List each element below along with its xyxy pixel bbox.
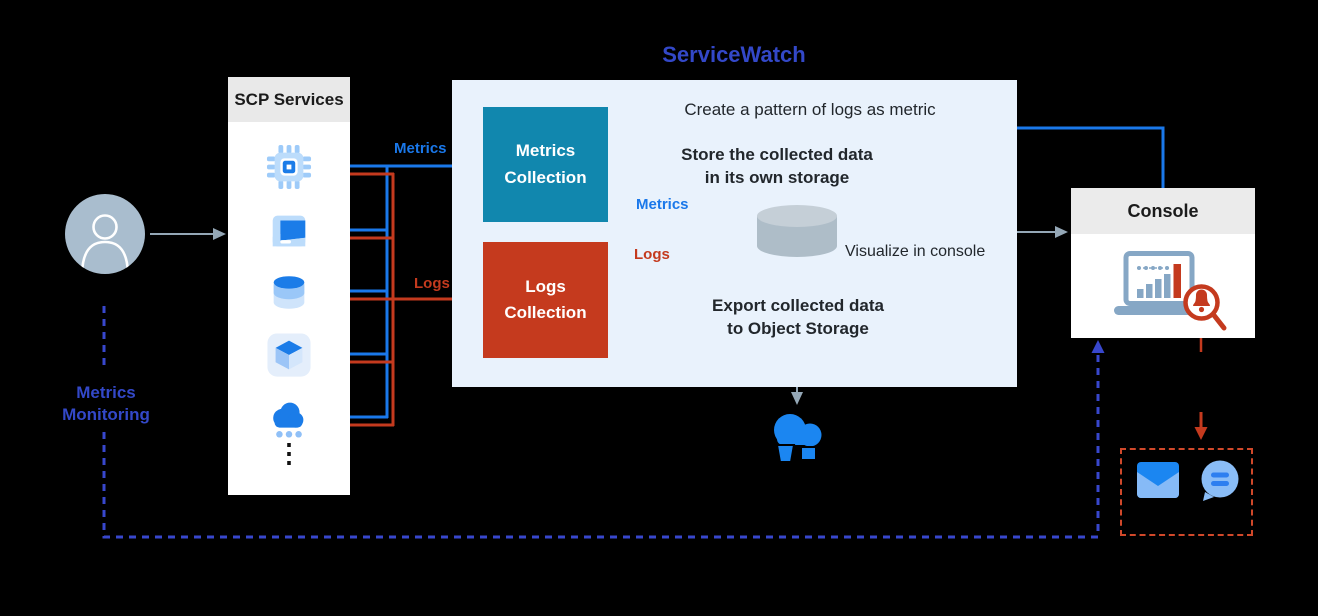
console-title: Console [1071, 188, 1255, 234]
cube-icon [267, 333, 311, 377]
servicewatch-title: ServiceWatch [662, 42, 806, 67]
chip-icon [266, 144, 312, 190]
person-silhouette [80, 214, 130, 274]
more-services-ellipsis: ⋮ [276, 438, 302, 468]
export-data-note: Export collected data to Object Storage [712, 296, 884, 338]
laptop-chart-icon [1114, 251, 1204, 315]
person-avatar [65, 194, 145, 274]
chart-bars [1137, 274, 1171, 298]
scp-services-title: SCP Services [228, 77, 350, 122]
alert-magnifier-icon [1183, 284, 1227, 331]
database-cylinder-icon [757, 205, 837, 257]
notification-dashed-box [1120, 448, 1253, 536]
store-data-note: Store the collected data in its own stor… [681, 145, 873, 187]
visualize-note: Visualize in console [845, 243, 986, 260]
monitoring-arrowhead [1091, 340, 1105, 353]
cloud-object-storage-icon [774, 414, 822, 462]
metrics-wire-label: Metrics [394, 140, 447, 157]
bell-icon [1193, 289, 1210, 306]
create-pattern-note: Create a pattern of logs as metric [684, 100, 936, 119]
chart-red-bar [1173, 264, 1181, 298]
logs-collection-box: Logs Collection [483, 242, 608, 358]
database-icon [273, 276, 305, 309]
logs-flow-label: Logs [634, 246, 670, 263]
metrics-flow-label: Metrics [636, 196, 689, 213]
chat-bubble-icon [1201, 460, 1239, 501]
logs-wire-label: Logs [414, 275, 450, 292]
metrics-collection-box: Metrics Collection [483, 107, 608, 222]
folder-monitor-icon [272, 215, 306, 247]
metrics-monitoring-label: Metrics Monitoring [62, 383, 150, 425]
cloud-icon [273, 402, 304, 438]
email-icon [1137, 462, 1179, 498]
